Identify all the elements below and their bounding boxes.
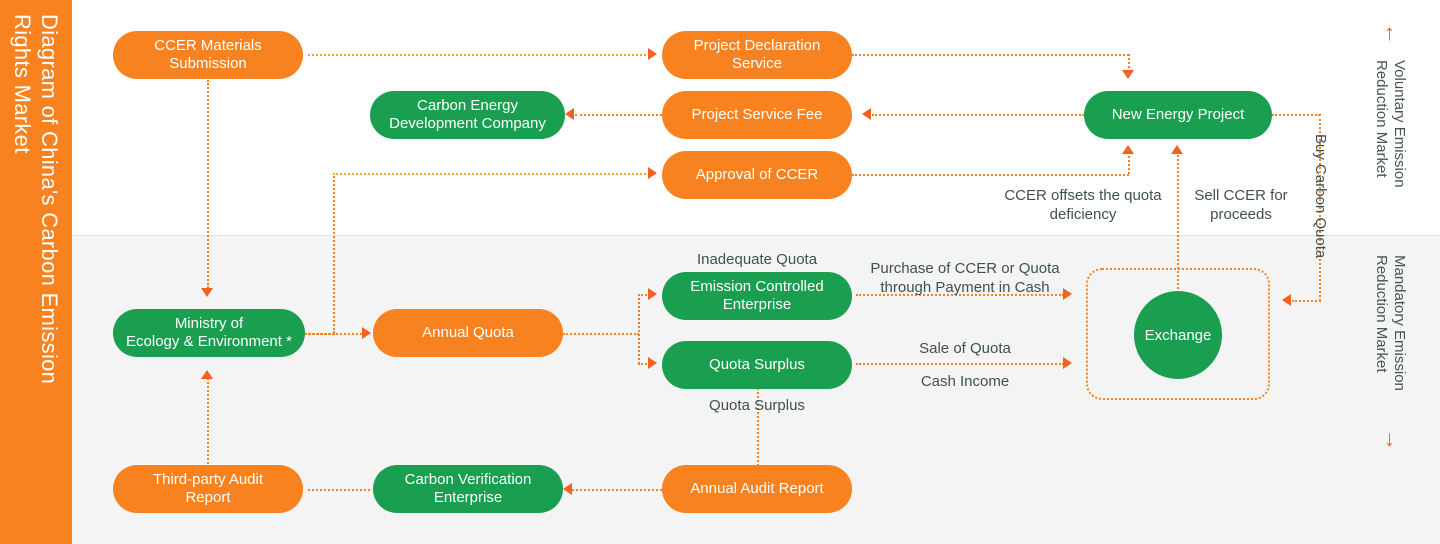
edge-ministry-to-annualquota	[308, 333, 362, 335]
node-label: Quota Surplus	[709, 355, 805, 373]
node-label: Project Service Fee	[691, 105, 823, 123]
node-ministry-of-ecology-environment[interactable]: Ministry of Ecology & Environment *	[113, 309, 305, 357]
edge-ministry-to-approval-v	[333, 173, 335, 333]
node-new-energy-project[interactable]: New Energy Project	[1084, 91, 1272, 139]
page-title: Diagram of China's Carbon Emission Right…	[10, 14, 63, 385]
edge-auditreport-to-verification	[572, 489, 662, 491]
node-project-service-fee[interactable]: Project Service Fee	[662, 91, 852, 139]
exchange-container	[1086, 268, 1270, 400]
arrowhead-ministry-top	[201, 288, 213, 297]
node-emission-controlled-enterprise[interactable]: Emission Controlled Enterprise	[662, 272, 852, 320]
edge-newenergy-to-servicefee	[872, 114, 1084, 116]
arrowhead-newenergy-top	[1122, 70, 1134, 79]
node-label: CCER Materials Submission	[154, 36, 262, 72]
mandatory-market-arrow-icon: ↓	[1384, 426, 1395, 451]
arrowhead-emission-enterprise	[648, 288, 657, 300]
arrowhead-quota-surplus	[648, 357, 657, 369]
node-label: Emission Controlled Enterprise	[690, 277, 824, 313]
edge-surplus-to-exchange	[856, 363, 1064, 365]
edge-branch-to-emission	[638, 294, 650, 296]
node-quota-surplus[interactable]: Quota Surplus	[662, 341, 852, 389]
arrowhead-exchange-left-bottom	[1063, 357, 1072, 369]
edge-thirdparty-to-ministry	[207, 378, 209, 464]
arrowhead-carbonenergy	[565, 108, 574, 120]
node-label: Third-party Audit Report	[152, 470, 264, 506]
node-label: Project Declaration Service	[693, 36, 821, 72]
edge-buyquota-h-top	[1272, 114, 1320, 116]
node-label: Annual Audit Report	[690, 479, 824, 497]
arrowhead-approval	[648, 167, 657, 179]
edge-annualquota-out	[563, 333, 639, 335]
edge-approval-to-newenergy-h	[852, 174, 1129, 176]
arrowhead-exchange-left-top	[1063, 288, 1072, 300]
edge-verification-to-thirdparty	[308, 489, 370, 491]
node-label: Approval of CCER	[695, 165, 819, 183]
label-cash-income: Cash Income	[920, 373, 1010, 390]
arrowhead-newenergy-bottomright	[1171, 145, 1183, 154]
voluntary-market-arrow-icon: ↑	[1384, 20, 1395, 45]
arrowhead-exchange-right	[1282, 294, 1291, 306]
node-approval-of-ccer[interactable]: Approval of CCER	[662, 151, 852, 199]
node-third-party-audit-report[interactable]: Third-party Audit Report	[113, 465, 303, 513]
label-voluntary-emission-reduction-market: Voluntary Emission Reduction Market	[1373, 60, 1408, 188]
edge-emission-to-exchange	[856, 294, 1064, 296]
arrowhead-verification	[563, 483, 572, 495]
node-label: Ministry of Ecology & Environment *	[126, 314, 292, 350]
arrowhead-declaration	[648, 48, 657, 60]
edge-annualquota-branch-v	[638, 294, 640, 364]
edge-branch-to-surplus	[638, 363, 650, 365]
label-mandatory-emission-reduction-market: Mandatory Emission Reduction Market	[1373, 255, 1408, 391]
label-inadequate-quota: Inadequate Quota	[696, 251, 818, 268]
edge-surplus-to-auditreport	[757, 388, 759, 466]
node-label: Exchange	[1144, 326, 1212, 344]
edge-buyquota-v	[1319, 114, 1321, 301]
edge-declaration-to-newenergy-v	[1128, 54, 1130, 72]
node-label: Annual Quota	[422, 323, 514, 341]
node-label: Carbon Verification Enterprise	[404, 470, 532, 506]
arrowhead-servicefee	[862, 108, 871, 120]
label-sell-ccer-for-proceeds: Sell CCER for proceeds	[1194, 187, 1288, 223]
node-carbon-verification-enterprise[interactable]: Carbon Verification Enterprise	[373, 465, 563, 513]
arrowhead-annualquota	[362, 327, 371, 339]
node-carbon-energy-development-company[interactable]: Carbon Energy Development Company	[370, 91, 565, 139]
label-buy-carbon-quota: Buy Carbon Quota	[1311, 134, 1329, 259]
edge-buyquota-h-bottom	[1292, 300, 1321, 302]
node-label: Carbon Energy Development Company	[389, 96, 546, 132]
edge-sellccer-v	[1177, 152, 1179, 300]
edge-declaration-to-newenergy-h	[852, 54, 1129, 56]
node-annual-audit-report[interactable]: Annual Audit Report	[662, 465, 852, 513]
edge-ministry-to-approval-h	[333, 173, 646, 175]
label-purchase-ccer-or-quota: Purchase of CCER or Quota through Paymen…	[870, 260, 1060, 296]
label-ccer-offsets-quota-deficiency: CCER offsets the quota deficiency	[1004, 187, 1162, 223]
arrowhead-newenergy-bottomleft	[1122, 145, 1134, 154]
edge-approval-to-newenergy-v	[1128, 152, 1130, 174]
arrowhead-ministry-bottom	[201, 370, 213, 379]
node-project-declaration-service[interactable]: Project Declaration Service	[662, 31, 852, 79]
node-label: New Energy Project	[1111, 105, 1245, 123]
node-exchange[interactable]: Exchange	[1134, 291, 1222, 379]
edge-servicefee-to-carbonenergy	[575, 114, 662, 116]
edge-ccer-to-ministry	[207, 80, 209, 288]
node-ccer-materials-submission[interactable]: CCER Materials Submission	[113, 31, 303, 79]
label-quota-surplus-below: Quota Surplus	[709, 397, 805, 414]
label-sale-of-quota: Sale of Quota	[919, 340, 1011, 357]
node-annual-quota[interactable]: Annual Quota	[373, 309, 563, 357]
edge-ccer-to-declaration	[308, 54, 646, 56]
title-sidebar: Diagram of China's Carbon Emission Right…	[0, 0, 72, 544]
